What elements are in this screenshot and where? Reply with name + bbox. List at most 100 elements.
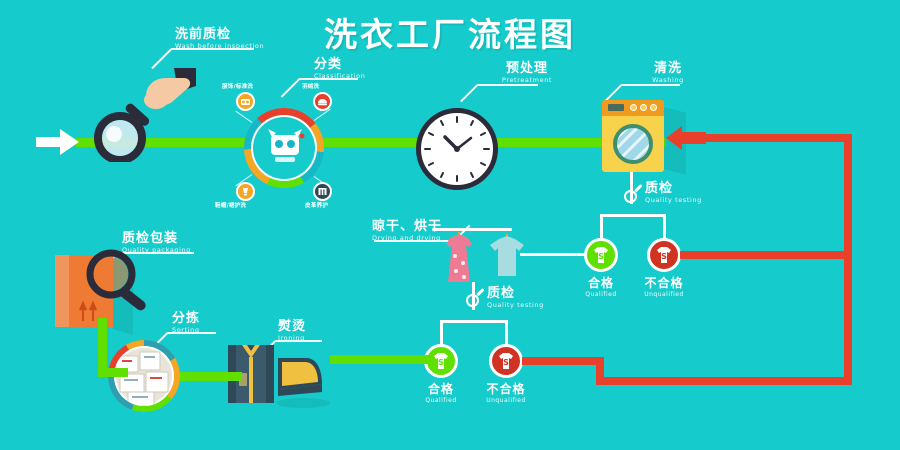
- spoke-1: [235, 110, 253, 123]
- label-classification-en: Classification: [314, 71, 366, 80]
- flow-line-top-green: [76, 138, 666, 147]
- label-sorting: 分拣 Sorting: [172, 312, 200, 333]
- node-label-leather: 皮革养护: [305, 203, 329, 209]
- label-unqualified-2-cn: 不合格: [486, 382, 526, 396]
- label-washing-cn: 清洗: [653, 61, 682, 76]
- leader-line-ironing: [276, 340, 322, 342]
- label-classification-cn: 分类: [314, 57, 343, 72]
- label-packaging-cn: 质检包装: [122, 231, 179, 246]
- washing-machine-icon: [602, 100, 664, 172]
- label-pretreatment: 预处理 Pretreatment: [492, 62, 562, 83]
- node-shoes-icon: [236, 182, 255, 201]
- leader-line-sorting: [168, 332, 216, 334]
- label-qc2-cn: 质检: [487, 286, 516, 301]
- badge-qualified-1: S: [584, 238, 618, 272]
- tshirt-icon: [486, 232, 528, 286]
- label-packaging: 质检包装 Quality packaging: [122, 232, 191, 253]
- svg-text:S: S: [598, 252, 604, 261]
- label-qc1-cn: 质检: [645, 181, 674, 196]
- label-qc1: 质检 Quality testing: [645, 182, 702, 203]
- leader-line-pretreatment: [478, 84, 538, 86]
- label-qualified-1: 合格 Qualified: [561, 274, 641, 298]
- leader-diag-pretreatment: [460, 84, 479, 103]
- label-packaging-en: Quality packaging: [122, 245, 191, 254]
- leader-line-washing: [622, 84, 680, 86]
- label-unqualified-2: 不合格 Unqualified: [466, 380, 546, 404]
- node-leather-icon: [313, 182, 332, 201]
- svg-text:S: S: [661, 252, 667, 261]
- return-line-right: [844, 134, 852, 384]
- flow-line-box-down: [98, 318, 107, 376]
- leader-line-drying: [374, 240, 454, 242]
- label-unqualified-2-en: Unqualified: [486, 397, 526, 404]
- label-unqualified-1: 不合格 Unqualified: [624, 274, 704, 298]
- label-pre-inspection: 洗前质检 Wash before inspection: [175, 28, 264, 49]
- iron-shadow: [276, 398, 330, 408]
- packaging-magnifier-icon: [84, 248, 158, 318]
- label-pre-inspection-en: Wash before inspection: [175, 41, 265, 50]
- label-qc2: 质检 Quality testing: [487, 287, 544, 308]
- reject-line-1: [680, 251, 848, 259]
- pass-line-1: [520, 253, 586, 256]
- qc2-branch-bar: [440, 320, 508, 323]
- flow-line-sorting-ironing: [176, 372, 242, 381]
- washing-machine-knob-3: [650, 104, 657, 111]
- qc2-branch-right: [505, 320, 508, 348]
- qc1-stem: [630, 172, 633, 204]
- label-qc1-en: Quality testing: [645, 195, 702, 204]
- label-drying-en: Drying and drying: [372, 233, 441, 242]
- washing-machine-knob-1: [630, 104, 637, 111]
- svg-text:S: S: [438, 358, 444, 367]
- label-unqualified-1-cn: 不合格: [644, 276, 684, 290]
- clothes-rod: [432, 228, 512, 231]
- return-arrow-icon: [666, 126, 706, 154]
- node-label-shoes: 鞋帽/裙护洗: [215, 203, 247, 209]
- iron-icon: [276, 352, 322, 396]
- label-washing: 清洗 Washing: [638, 62, 698, 83]
- flow-line-box-right: [98, 368, 128, 377]
- label-ironing-cn: 熨烫: [278, 319, 307, 334]
- label-qualified-1-en: Qualified: [585, 291, 617, 298]
- washing-machine-display: [608, 104, 624, 111]
- node-label-down-jacket: 羽绒洗: [302, 84, 320, 90]
- package-box-side: [55, 255, 69, 327]
- leader-diag-classification: [281, 78, 301, 98]
- label-ironing-en: Ironing: [278, 333, 305, 342]
- badge-unqualified-2: S: [489, 344, 523, 378]
- label-unqualified-1-en: Unqualified: [644, 291, 684, 298]
- washing-machine-door: [613, 124, 653, 164]
- clock-icon: [416, 108, 498, 190]
- label-sorting-en: Sorting: [172, 325, 200, 334]
- label-qualified-2: 合格 Qualified: [401, 380, 481, 404]
- label-pretreatment-en: Pretreatment: [501, 75, 553, 84]
- washing-machine-knob-2: [640, 104, 647, 111]
- label-washing-en: Washing: [652, 75, 684, 84]
- svg-text:S: S: [503, 358, 509, 367]
- label-sorting-cn: 分拣: [172, 311, 201, 326]
- reject-line-2c: [596, 377, 852, 385]
- leader-line-pre-inspection: [172, 48, 254, 50]
- qc1-branch-right: [663, 214, 666, 242]
- flow-line-join: [98, 318, 107, 330]
- pass-line-2: [330, 355, 430, 364]
- hand-magnifier-icon: [88, 62, 198, 166]
- label-pre-inspection-cn: 洗前质检: [175, 27, 232, 42]
- leader-line-packaging: [118, 252, 194, 254]
- badge-unqualified-1: S: [647, 238, 681, 272]
- qc1-branch-left: [600, 214, 603, 242]
- page-title: 洗衣工厂流程图: [324, 15, 576, 54]
- return-line-top: [700, 134, 852, 142]
- node-garment-icon: [236, 92, 255, 111]
- node-label-garment: 服饰/标准洗: [222, 84, 254, 90]
- qc1-branch-bar: [600, 214, 666, 217]
- label-drying-cn: 晾干、烘干: [372, 219, 443, 234]
- label-qc2-en: Quality testing: [487, 300, 544, 309]
- label-qualified-2-en: Qualified: [425, 397, 457, 404]
- reject-line-2b: [596, 357, 604, 385]
- label-ironing: 熨烫 Ironing: [278, 320, 306, 341]
- label-qualified-2-cn: 合格: [427, 382, 454, 396]
- start-arrow-icon: [36, 128, 80, 156]
- node-down-jacket-icon: [313, 92, 332, 111]
- dress-icon: [438, 230, 480, 296]
